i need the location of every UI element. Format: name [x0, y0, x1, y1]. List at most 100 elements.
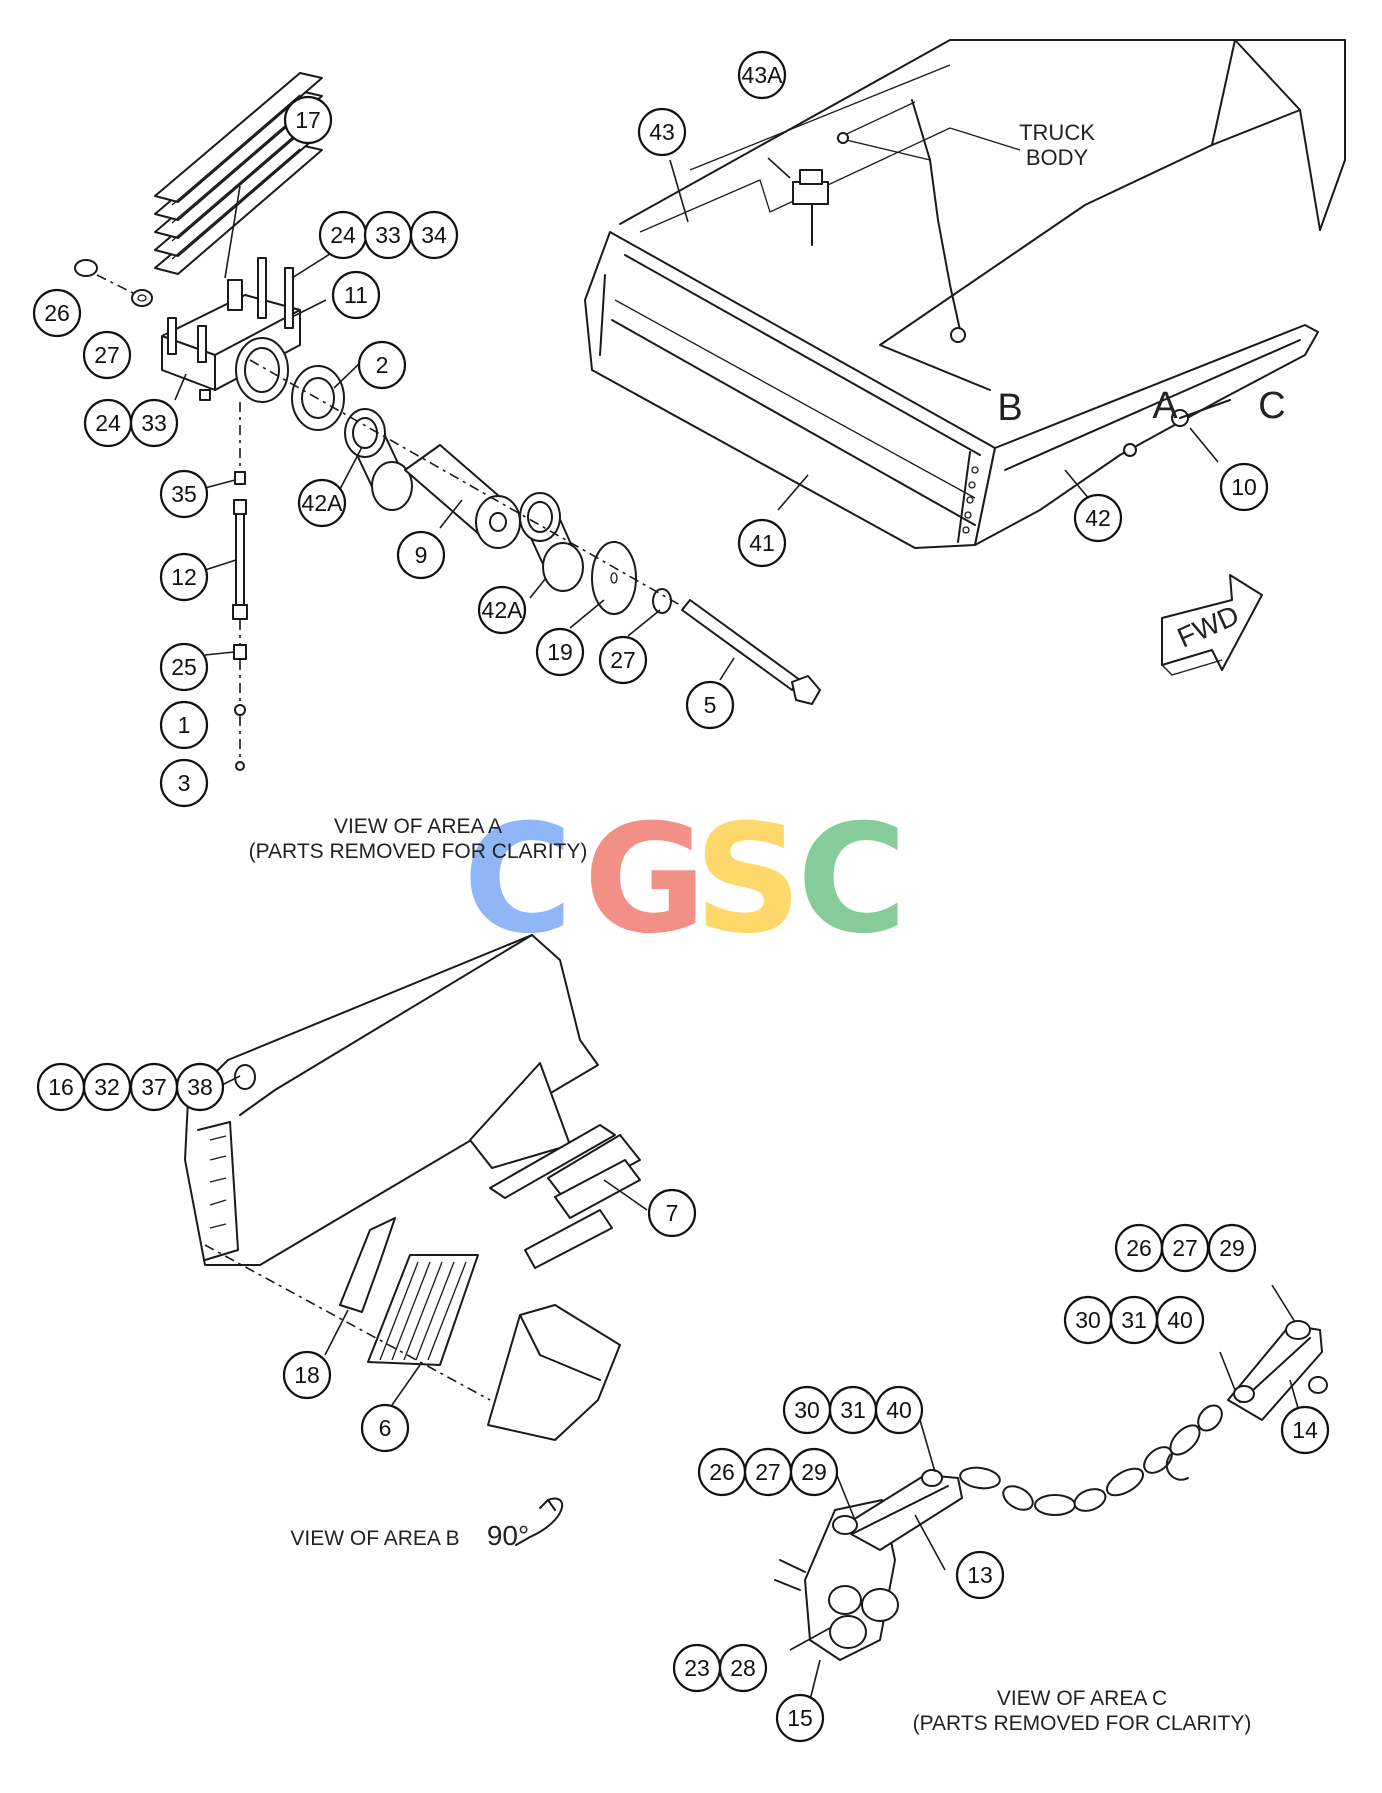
callout-23: 23 [672, 1643, 722, 1693]
svg-text:1: 1 [178, 712, 191, 738]
watermark-letter-1: C [463, 793, 573, 967]
chain [959, 1404, 1223, 1516]
svg-text:3: 3 [178, 770, 191, 796]
callout-37: 37 [129, 1062, 179, 1112]
svg-text:24: 24 [95, 410, 121, 436]
svg-text:23: 23 [684, 1655, 710, 1681]
svg-text:42: 42 [1085, 505, 1111, 531]
svg-text:43A: 43A [742, 62, 784, 88]
shim-stack-17 [154, 72, 323, 275]
tailgate-arm-42 [974, 324, 1319, 546]
callout-28: 28 [718, 1643, 768, 1693]
svg-text:7: 7 [666, 1200, 679, 1226]
forward-arrow-icon [1161, 574, 1263, 676]
callout-32: 32 [82, 1062, 132, 1112]
svg-text:14: 14 [1292, 1417, 1318, 1443]
callout-14: 14 [1280, 1405, 1330, 1455]
area-b-view [184, 934, 648, 1546]
svg-text:25: 25 [171, 654, 197, 680]
callout-26d: 26 [697, 1447, 747, 1497]
svg-text:34: 34 [421, 222, 447, 248]
svg-text:30: 30 [1075, 1307, 1101, 1333]
svg-text:26: 26 [1126, 1235, 1152, 1261]
bushing-42a-lower [519, 492, 584, 592]
shim-pack-6 [367, 1254, 479, 1366]
svg-text:11: 11 [344, 282, 368, 308]
callout-27b: 27 [598, 635, 648, 685]
svg-text:32: 32 [94, 1074, 120, 1100]
view-c-title: VIEW OF AREA C [997, 1687, 1167, 1710]
link-13 [832, 1469, 963, 1551]
svg-text:43: 43 [649, 119, 675, 145]
callout-40c: 40 [1155, 1295, 1205, 1345]
shim-plates-7 [489, 1124, 641, 1269]
callout-34: 34 [409, 210, 459, 260]
truck-body-label-line1: TRUCK [1019, 120, 1095, 145]
view-a-title: VIEW OF AREA A [334, 815, 502, 838]
callout-41: 41 [737, 518, 787, 568]
svg-text:27: 27 [94, 342, 120, 368]
callout-30c: 30 [1063, 1295, 1113, 1345]
svg-text:9: 9 [415, 542, 428, 568]
callout-38: 38 [175, 1062, 225, 1112]
callout-29c: 29 [1207, 1223, 1257, 1273]
plate-18 [339, 1217, 396, 1313]
callout-3: 3 [159, 758, 209, 808]
svg-text:10: 10 [1231, 474, 1257, 500]
plate-19 [591, 541, 637, 615]
callout-18: 18 [282, 1350, 332, 1400]
washer-27b [652, 588, 672, 614]
svg-text:6: 6 [379, 1415, 392, 1441]
callout-43: 43 [637, 107, 687, 157]
callout-27d: 27 [743, 1447, 793, 1497]
callout-25: 25 [159, 642, 209, 692]
svg-text:30: 30 [794, 1397, 820, 1423]
link-14 [1227, 1320, 1328, 1421]
bolt-5 [681, 599, 821, 705]
callout-12: 12 [159, 552, 209, 602]
callout-5: 5 [685, 680, 735, 730]
callout-13: 13 [955, 1550, 1005, 1600]
svg-text:33: 33 [141, 410, 167, 436]
watermark-letter-4: C [797, 793, 907, 967]
callout-40d: 40 [874, 1385, 924, 1435]
callout-24: 24 [318, 210, 368, 260]
callout-31c: 31 [1109, 1295, 1159, 1345]
watermark: C G S C [463, 793, 907, 967]
svg-text:13: 13 [967, 1562, 993, 1588]
area-a-exploded-view [74, 72, 821, 771]
svg-text:29: 29 [1219, 1235, 1245, 1261]
svg-text:28: 28 [730, 1655, 756, 1681]
callout-42a: 42A [297, 478, 347, 528]
callout-27c: 27 [1160, 1223, 1210, 1273]
callout-27: 27 [82, 330, 132, 380]
nut-26 [74, 259, 98, 277]
svg-text:27: 27 [610, 647, 636, 673]
truck-body-view [584, 39, 1346, 676]
svg-text:27: 27 [755, 1459, 781, 1485]
callout-43a: 43A [737, 50, 787, 100]
watermark-letter-3: S [694, 793, 802, 967]
callout-26: 26 [32, 288, 82, 338]
callout-16: 16 [36, 1062, 86, 1112]
svg-text:42A: 42A [302, 490, 344, 516]
svg-text:33: 33 [375, 222, 401, 248]
svg-text:19: 19 [547, 639, 573, 665]
tailgate-41 [584, 231, 996, 549]
callout-1: 1 [159, 700, 209, 750]
callout-24b: 24 [83, 398, 133, 448]
chain-top [911, 99, 961, 331]
view-b-title: VIEW OF AREA B [290, 1527, 459, 1550]
svg-text:24: 24 [330, 222, 356, 248]
washer-27 [131, 289, 153, 307]
area-letter-b: B [997, 387, 1022, 429]
svg-text:15: 15 [787, 1705, 813, 1731]
svg-text:12: 12 [171, 564, 197, 590]
callout-42: 42 [1073, 493, 1123, 543]
svg-text:41: 41 [749, 530, 775, 556]
area-letter-a: A [1152, 385, 1178, 427]
svg-text:5: 5 [704, 692, 717, 718]
svg-text:29: 29 [801, 1459, 827, 1485]
mounting-block-11 [161, 257, 301, 403]
svg-text:16: 16 [48, 1074, 74, 1100]
